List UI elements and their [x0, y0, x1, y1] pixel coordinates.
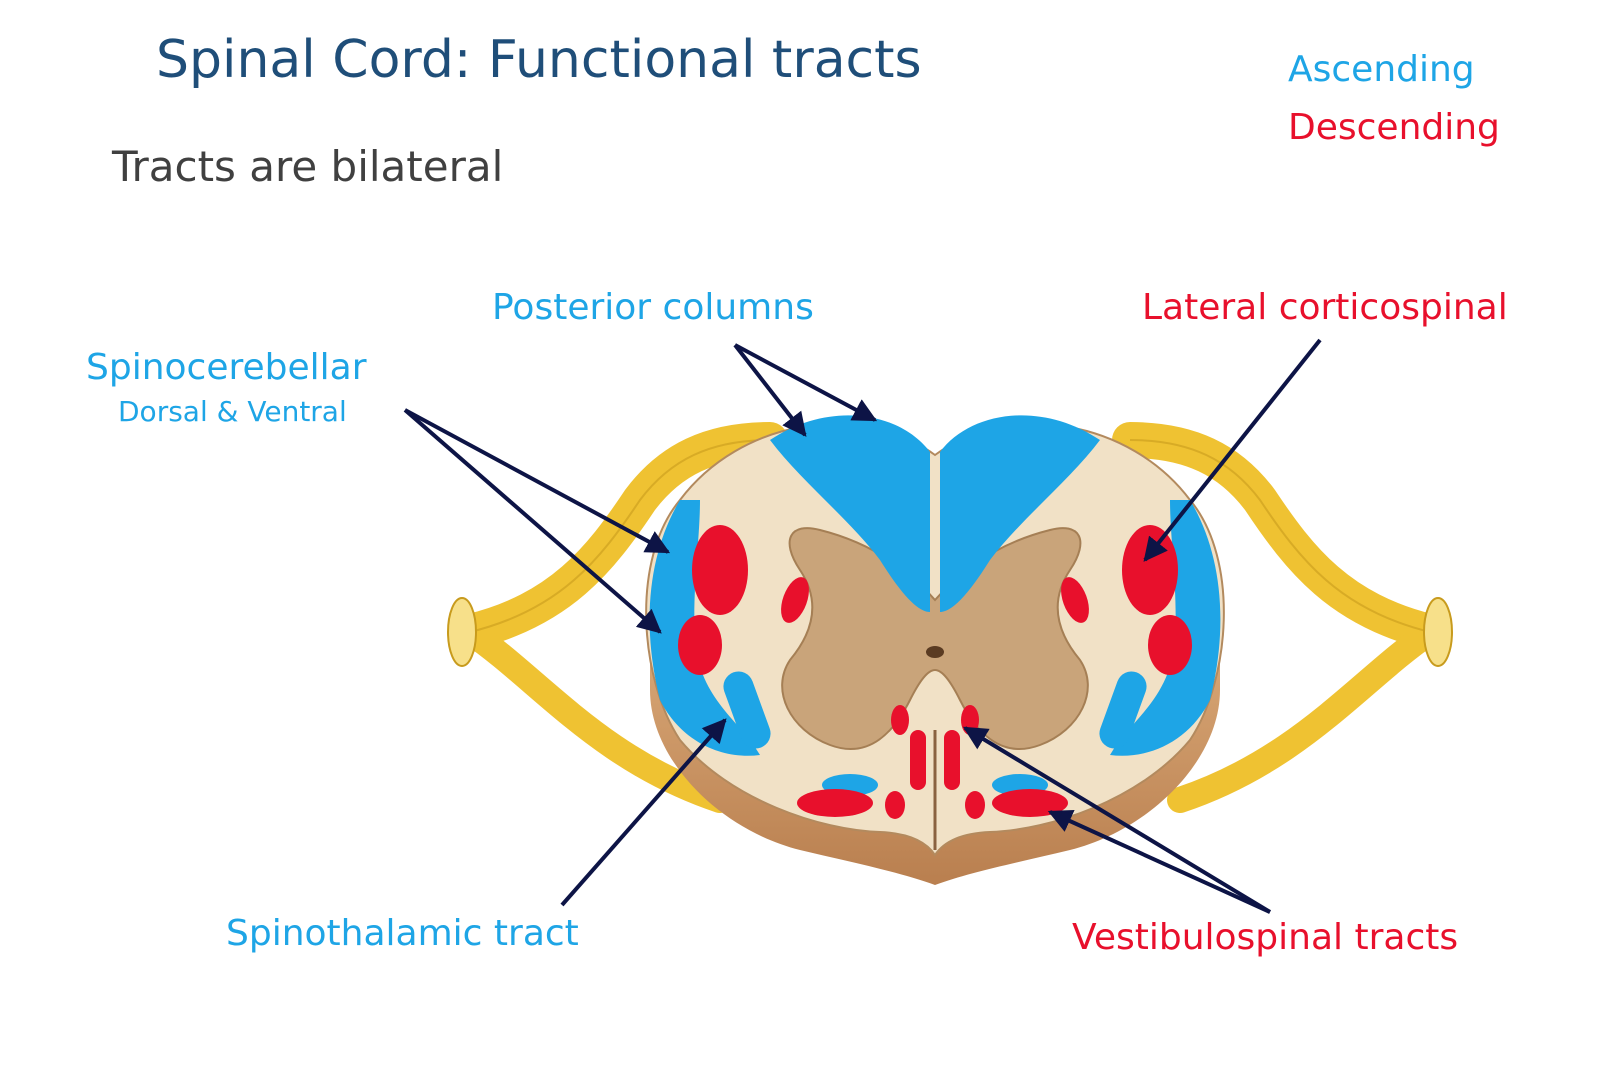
slide-title: Spinal Cord: Functional tracts: [156, 30, 922, 90]
anterior-corticospinal-left: [910, 730, 926, 790]
posterior-column-left: [770, 415, 930, 612]
spinothalamic-left: [723, 671, 771, 749]
lateral-corticospinal-left: [692, 525, 748, 615]
tract-small-right: [1061, 577, 1089, 623]
nerve-end-left: [447, 597, 477, 667]
anterior-red-4: [965, 791, 985, 819]
anterior-red-3: [885, 791, 905, 819]
nerve-left: [447, 422, 788, 813]
label-spinothalamic-tract: Spinothalamic tract: [226, 913, 579, 954]
posterior-column-right: [940, 415, 1100, 612]
descending-tracts: [678, 525, 1192, 819]
tract-small-left: [781, 577, 809, 623]
legend-ascending: Ascending: [1288, 49, 1475, 90]
arrow-spinothalamic: [560, 718, 727, 907]
arrow-spinocerebellar-2: [403, 408, 662, 634]
anterior-red-1: [891, 705, 909, 735]
legend-descending: Descending: [1288, 107, 1500, 148]
arrow-posterior-2: [734, 343, 878, 422]
arrow-lateral-corticospinal: [1143, 338, 1322, 562]
spinocerebellar-right: [1110, 500, 1221, 756]
nerve-end-right: [1423, 597, 1453, 667]
label-spinocerebellar-sub: Dorsal & Ventral: [118, 395, 347, 428]
arrow-vestibulospinal-1: [962, 726, 1272, 914]
vestibulospinal-right: [992, 789, 1068, 817]
grey-matter: [781, 527, 1089, 750]
label-vestibulospinal-tracts: Vestibulospinal tracts: [1072, 917, 1459, 958]
anterior-corticospinal-right: [944, 730, 960, 790]
rubrospinal-left: [678, 615, 722, 675]
label-posterior-columns: Posterior columns: [492, 287, 814, 328]
slide-subtitle: Tracts are bilateral: [112, 142, 504, 191]
arrow-spinocerebellar-1: [404, 408, 671, 554]
ascending-tracts: [649, 415, 1221, 796]
arrow-vestibulospinal-2: [1047, 810, 1271, 914]
label-spinocerebellar: Spinocerebellar: [86, 347, 367, 388]
central-canal: [926, 646, 944, 658]
arrow-posterior-1: [733, 343, 807, 437]
vestibulospinal-left: [797, 789, 873, 817]
label-lateral-corticospinal: Lateral corticospinal: [1142, 287, 1508, 328]
nerve-right: [1112, 422, 1453, 813]
pointer-arrows: [403, 338, 1322, 914]
spinothalamic-right: [1099, 671, 1147, 749]
rubrospinal-right: [1148, 615, 1192, 675]
lateral-corticospinal-right: [1122, 525, 1178, 615]
spinocerebellar-left: [649, 500, 760, 756]
